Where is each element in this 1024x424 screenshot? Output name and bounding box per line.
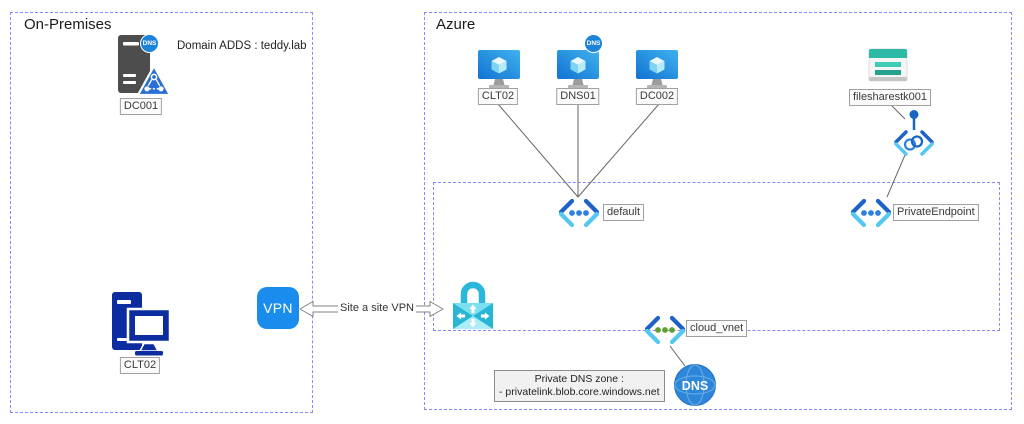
private-endpoint-node[interactable] <box>848 197 894 234</box>
vpn-gateway-node[interactable] <box>450 279 496 336</box>
virtual-machine-icon <box>478 50 520 89</box>
fileshare-node[interactable] <box>868 46 908 91</box>
azure-vm-clt02-node[interactable] <box>477 49 521 96</box>
dns-globe-icon: DNS <box>674 364 716 406</box>
azure-title: Azure <box>436 16 476 33</box>
azure-vm-clt02-label: CLT02 <box>477 88 519 105</box>
cloud-vnet-node[interactable] <box>642 314 688 351</box>
cloud-vnet-label: cloud_vnet <box>686 320 748 337</box>
vpn-gateway-lock-icon <box>453 281 493 329</box>
azure-vm-dc002-label: DC002 <box>635 88 679 105</box>
fileshare-label: filesharestk001 <box>849 89 931 106</box>
desktop-computer-icon <box>112 292 172 356</box>
virtual-machine-icon <box>636 50 678 89</box>
dns01-dns-badge: DNS <box>584 34 603 53</box>
dns-globe-label: DNS <box>682 379 708 393</box>
subnet-default-label: default <box>603 204 645 221</box>
virtual-network-icon <box>644 315 686 345</box>
private-dns-zone-line1: Private DNS zone : <box>534 373 624 385</box>
private-endpoint-label: PrivateEndpoint <box>893 204 979 221</box>
private-dns-zone-line2: - privatelink.blob.core.windows.net <box>499 386 660 398</box>
azure-vm-dns01-label: DNS01 <box>556 88 600 105</box>
private-endpoint-icon <box>850 198 892 228</box>
dc001-dns-badge: DNS <box>140 34 159 53</box>
azure-vm-dc002-node[interactable] <box>635 49 679 96</box>
azure-region-box <box>424 12 1012 410</box>
fileshare-icon <box>868 48 908 82</box>
onprem-title: On-Premises <box>24 16 112 33</box>
private-dns-zone-box: Private DNS zone : - privatelink.blob.co… <box>494 370 665 402</box>
virtual-machine-icon <box>557 50 599 89</box>
vpn-icon[interactable]: VPN <box>257 287 299 329</box>
site-to-site-vpn-label: Site a site VPN <box>338 302 416 314</box>
dc001-label: DC001 <box>119 98 163 115</box>
active-directory-icon <box>136 64 172 97</box>
onprem-region-box <box>10 12 313 413</box>
subnet-default-node[interactable] <box>556 197 602 234</box>
subnet-icon <box>558 198 600 228</box>
private-link-icon <box>894 110 934 156</box>
onprem-clt02-node[interactable] <box>106 288 174 365</box>
private-link-node[interactable] <box>891 108 937 161</box>
private-dns-node[interactable]: DNS <box>672 362 718 413</box>
azure-vm-dns01-node[interactable] <box>556 49 600 96</box>
domain-note: Domain ADDS : teddy.lab <box>177 40 307 52</box>
onprem-clt02-label: CLT02 <box>119 357 161 374</box>
